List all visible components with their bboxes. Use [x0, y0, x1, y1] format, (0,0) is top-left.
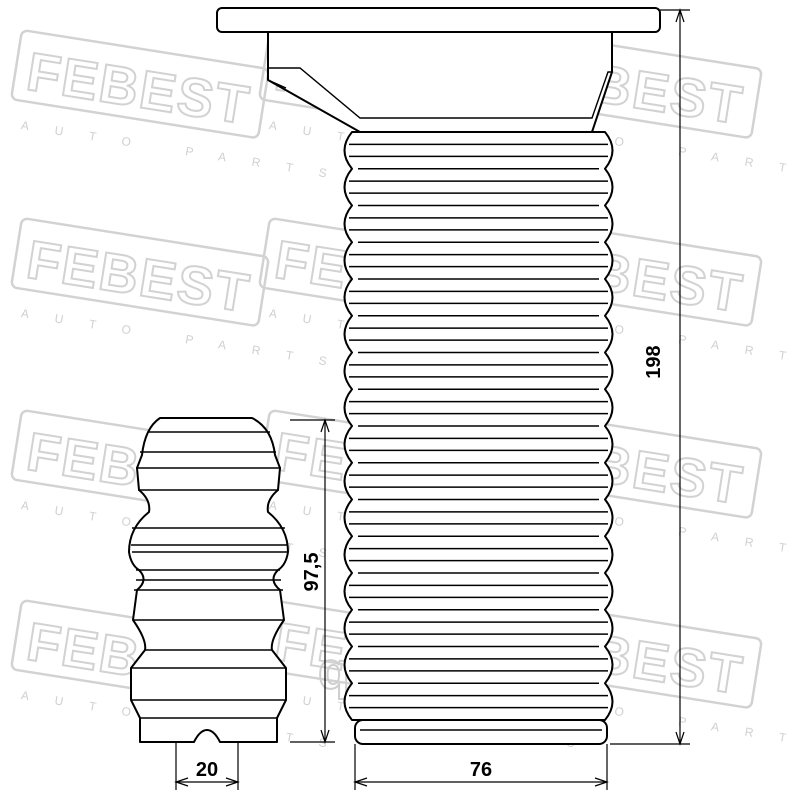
svg-text:FEBEST: FEBEST [23, 42, 255, 136]
boot-flange-slant [267, 79, 287, 89]
boot-bellows-folds [349, 143, 608, 709]
dust-boot [216, 7, 661, 745]
svg-text:FEBEST: FEBEST [23, 230, 255, 324]
boot-height-label: 198 [643, 345, 665, 378]
dimension-bumper-height: 97,5 [290, 418, 335, 744]
dimension-boot-height: 198 [610, 8, 690, 746]
boot-flange-line [268, 67, 612, 119]
bumper-width-label: 20 [196, 759, 218, 781]
dimension-bumper-width: 20 [174, 742, 240, 790]
boot-bottom-cuff [354, 719, 608, 745]
bumper-height-label: 97,5 [301, 553, 323, 592]
bump-stop [128, 417, 289, 743]
bump-stop-lines [131, 431, 287, 719]
boot-width-label: 76 [470, 759, 492, 781]
boot-mount-flange [267, 31, 613, 133]
dimension-boot-width: 76 [353, 744, 609, 790]
boot-top-plate [216, 7, 661, 33]
